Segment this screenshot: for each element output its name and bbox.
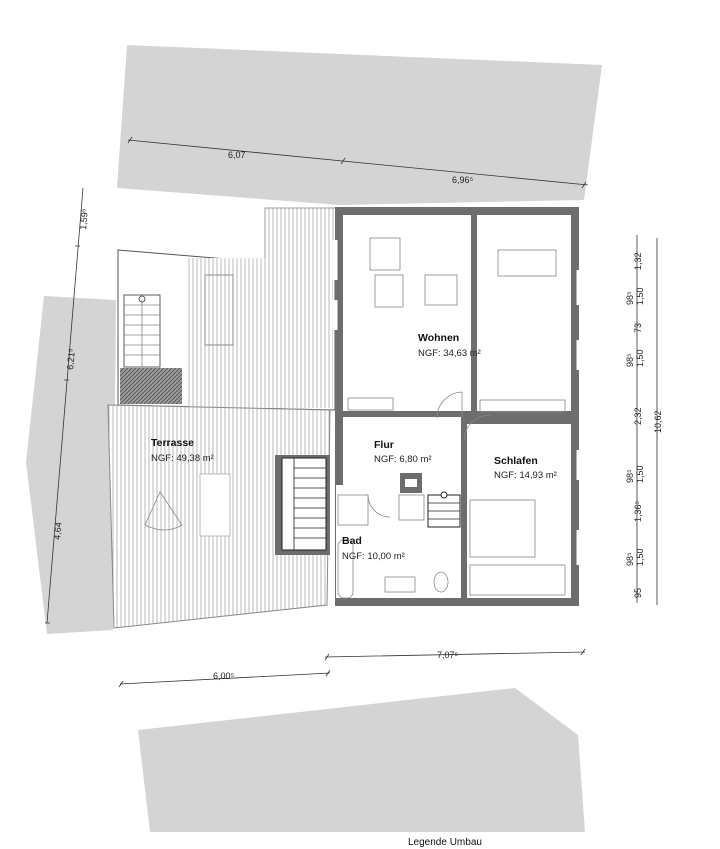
dimension-label: 95 (633, 588, 643, 598)
room-area: NGF: 10,00 m² (342, 551, 405, 562)
shaft (120, 368, 182, 404)
legend-title: Legende Umbau (408, 837, 482, 848)
dimension-label: 6,21⁵ (65, 348, 77, 370)
dimension-label: 1,50 (635, 465, 645, 483)
dimension-label: 1,50 (635, 349, 645, 367)
dimension-label: 98⁵ (625, 469, 635, 483)
room-flur: Flur NGF: 6,80 m² (374, 439, 432, 465)
dimension-label: 1,59⁵ (78, 208, 90, 230)
dimension-label: 1,50 (635, 287, 645, 305)
main-building (330, 207, 582, 606)
dimension-label: 6,00⁵ (213, 671, 235, 681)
room-area: NGF: 14,93 m² (494, 470, 557, 481)
stair-inner (427, 491, 461, 528)
room-name: Flur (374, 439, 394, 451)
room-area: NGF: 34,63 m² (418, 348, 481, 359)
room-name: Wohnen (418, 332, 459, 344)
dimension-label: 1,50 (635, 548, 645, 566)
terrace-chair (144, 491, 183, 531)
dimension-label: 7,07⁵ (437, 650, 459, 660)
dimension-label: 73 (633, 323, 643, 333)
stair-main (275, 455, 330, 555)
dimension-label: 98⁵ (625, 552, 635, 566)
annex (117, 207, 338, 411)
neighbor-building-top (117, 45, 602, 205)
dimension-label: 4,64 (52, 522, 63, 540)
dimension-label: 1,32 (633, 252, 643, 270)
room-area: NGF: 6,80 m² (374, 454, 432, 465)
dimension-left: 1,59⁵ 6,21⁵ 4,64 (45, 187, 90, 624)
neighbor-building-left (26, 296, 116, 634)
stair-annex (123, 294, 161, 368)
room-terrasse: Terrasse NGF: 49,38 m² (151, 437, 214, 464)
room-name: Terrasse (151, 437, 194, 449)
room-area: NGF: 49,38 m² (151, 453, 214, 464)
dimension-label: 98⁵ (625, 353, 635, 367)
dimension-label: 10,62 (653, 410, 663, 433)
dimension-label: 2,32 (633, 407, 643, 425)
dimension-label: 6,07 (228, 150, 246, 160)
dimension-label: 98⁵ (625, 291, 635, 305)
dimension-right: 1,32 98⁵ 1,50 73 98⁵ 1,50 2,32 98⁵ 1,50 … (625, 235, 663, 605)
neighbor-building-bottom (138, 688, 585, 832)
terrace-table (199, 473, 231, 537)
dimension-top: 6,07 6,96⁵ (127, 136, 589, 189)
room-bad: Bad NGF: 10,00 m² (342, 535, 405, 562)
dimension-label: 1,36⁵ (633, 500, 643, 522)
dimension-label: 6,96⁵ (452, 175, 474, 185)
room-name: Bad (342, 535, 362, 547)
room-name: Schlafen (494, 455, 538, 467)
room-schlafen: Schlafen NGF: 14,93 m² (494, 455, 557, 481)
dimension-bottom: 6,00⁵ 7,07⁵ (118, 648, 586, 688)
room-wohnen: Wohnen NGF: 34,63 m² (418, 332, 481, 359)
